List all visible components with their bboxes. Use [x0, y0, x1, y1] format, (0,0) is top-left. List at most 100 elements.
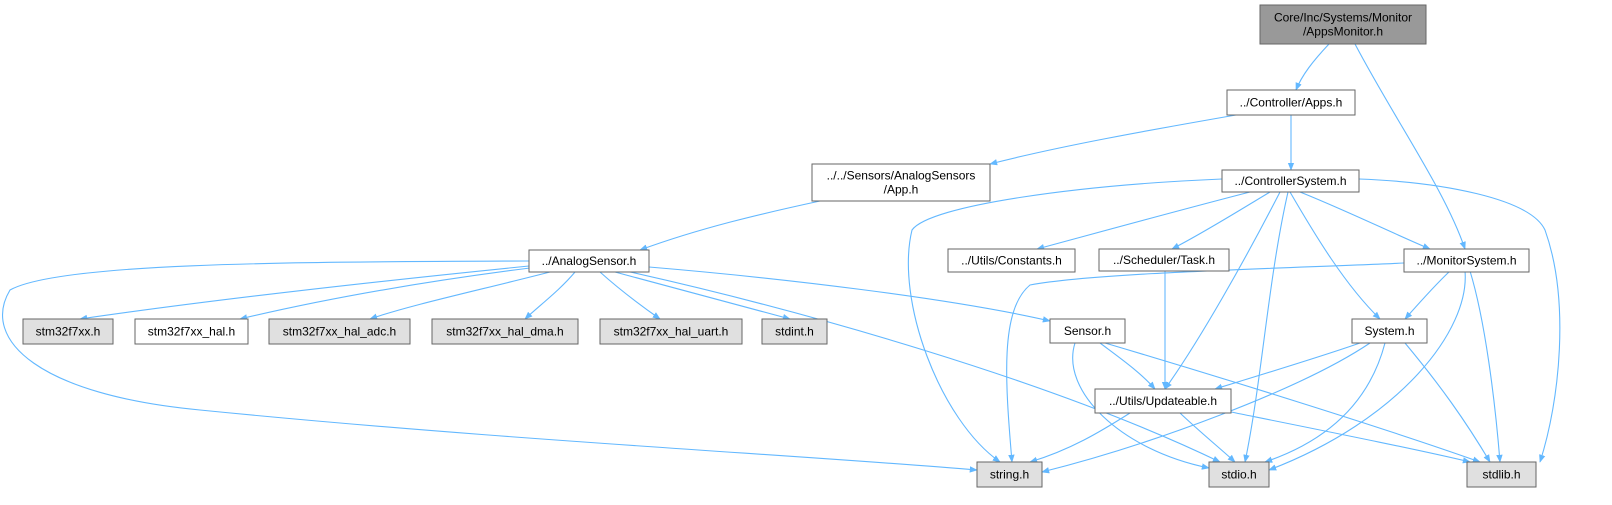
edge-ctrlsys-to-updateable — [1164, 191, 1281, 390]
node-box-system — [1351, 318, 1428, 344]
edge-monsys-to-stdlib — [1469, 270, 1503, 463]
node-label-app-line-0: ../../Sensors/AnalogSensors — [827, 169, 976, 183]
node-label-constants: ../Utils/Constants.h — [961, 254, 1062, 268]
node-stdio[interactable]: stdio.h — [1208, 461, 1270, 488]
edge-ctrlsys-to-stdio — [1243, 191, 1289, 463]
edge-analog-to-stm32f7xx — [79, 265, 530, 322]
node-uart[interactable]: stm32f7xx_hal_uart.h — [599, 318, 743, 345]
node-constants[interactable]: ../Utils/Constants.h — [947, 248, 1076, 273]
node-label-app-line-1: /App.h — [884, 183, 919, 197]
node-label-uart: stm32f7xx_hal_uart.h — [614, 325, 729, 339]
edge-root-to-apps — [1295, 43, 1330, 91]
node-label-sensor: Sensor.h — [1064, 324, 1111, 338]
edge-system-to-stdlib — [1404, 342, 1491, 463]
node-adc[interactable]: stm32f7xx_hal_adc.h — [268, 318, 411, 345]
node-label-updateable: ../Utils/Updateable.h — [1109, 394, 1217, 408]
node-box-task — [1098, 248, 1230, 272]
node-box-stdlib — [1466, 461, 1537, 488]
node-label-dma: stm32f7xx_hal_dma.h — [446, 325, 563, 339]
edges-layer — [1, 43, 1561, 474]
edge-analog-to-uart — [599, 271, 661, 320]
node-system[interactable]: System.h — [1351, 318, 1428, 344]
node-label-task: ../Scheduler/Task.h — [1113, 253, 1215, 267]
edge-ctrlsys-to-task — [1171, 191, 1271, 250]
edge-analog-to-string — [1, 260, 978, 473]
node-box-adc — [268, 318, 411, 345]
node-monsys[interactable]: ../MonitorSystem.h — [1403, 248, 1530, 273]
node-box-root — [1259, 4, 1427, 45]
node-box-stdint — [761, 318, 828, 345]
edge-system-to-updateable — [1214, 342, 1361, 390]
node-box-constants — [947, 248, 1076, 273]
node-stdint[interactable]: stdint.h — [761, 318, 828, 345]
node-label-stdio: stdio.h — [1221, 468, 1256, 482]
node-label-string: string.h — [990, 468, 1029, 482]
edge-analog-to-hal — [239, 267, 531, 321]
node-label-adc: stm32f7xx_hal_adc.h — [283, 325, 396, 339]
node-sensor[interactable]: Sensor.h — [1049, 318, 1126, 344]
edge-updateable-to-string — [1029, 412, 1131, 463]
edge-analog-to-sensor — [648, 266, 1051, 323]
edge-apps-to-app — [989, 114, 1237, 166]
edge-monsys-to-string — [1006, 262, 1405, 463]
node-box-dma — [431, 318, 579, 345]
edge-updateable-to-stdio — [1179, 412, 1236, 463]
node-box-uart — [599, 318, 743, 345]
edge-monsys-to-system — [1404, 270, 1451, 320]
edge-system-to-string — [1041, 342, 1371, 474]
edge-sensor-to-stdio — [1072, 342, 1210, 470]
node-box-stdio — [1208, 461, 1270, 488]
edge-system-to-stdio — [1264, 342, 1386, 463]
node-dma[interactable]: stm32f7xx_hal_dma.h — [431, 318, 579, 345]
edge-analog-to-stdint — [614, 271, 791, 321]
node-analog[interactable]: ../AnalogSensor.h — [528, 249, 650, 273]
node-updateable[interactable]: ../Utils/Updateable.h — [1094, 388, 1232, 414]
edge-ctrlsys-to-system — [1289, 191, 1381, 320]
node-label-stdlib: stdlib.h — [1482, 468, 1520, 482]
edge-monsys-to-stdio — [1268, 270, 1466, 471]
edge-ctrlsys-to-constants — [1036, 191, 1251, 251]
node-box-stm32f7xx — [22, 318, 114, 345]
node-box-sensor — [1049, 318, 1126, 344]
node-label-analog: ../AnalogSensor.h — [542, 254, 637, 268]
node-label-monsys: ../MonitorSystem.h — [1416, 254, 1516, 268]
node-box-string — [976, 461, 1043, 488]
node-stdlib[interactable]: stdlib.h — [1466, 461, 1537, 488]
edge-updateable-to-stdlib — [1230, 411, 1471, 464]
edge-analog-to-adc — [369, 271, 551, 320]
node-label-ctrlsys: ../ControllerSystem.h — [1234, 174, 1346, 188]
node-string[interactable]: string.h — [976, 461, 1043, 488]
node-label-root-line-0: Core/Inc/Systems/Monitor — [1274, 11, 1412, 25]
node-apps[interactable]: ../Controller/Apps.h — [1226, 89, 1356, 116]
node-task[interactable]: ../Scheduler/Task.h — [1098, 248, 1230, 272]
node-label-stm32f7xx: stm32f7xx.h — [36, 325, 101, 339]
node-box-updateable — [1094, 388, 1232, 414]
node-label-hal: stm32f7xx_hal.h — [148, 325, 235, 339]
edge-sensor-to-stdlib — [1104, 342, 1481, 463]
edge-analog-to-dma — [524, 271, 576, 320]
edge-analog-to-stdio — [629, 271, 1221, 463]
edge-root-to-monsys — [1354, 43, 1466, 250]
edge-sensor-to-updateable — [1099, 342, 1156, 390]
node-ctrlsys[interactable]: ../ControllerSystem.h — [1221, 169, 1360, 193]
node-label-stdint: stdint.h — [775, 325, 814, 339]
node-box-monsys — [1403, 248, 1530, 273]
nodes-layer: Core/Inc/Systems/Monitor/AppsMonitor.h..… — [22, 4, 1537, 488]
edge-ctrlsys-to-stdlib — [1358, 178, 1561, 463]
node-app[interactable]: ../../Sensors/AnalogSensors/App.h — [811, 163, 991, 202]
edge-ctrlsys-to-string — [907, 178, 1223, 463]
node-root[interactable]: Core/Inc/Systems/Monitor/AppsMonitor.h — [1259, 4, 1427, 45]
node-box-hal — [134, 318, 249, 345]
node-box-apps — [1226, 89, 1356, 116]
edge-app-to-analog — [639, 200, 821, 251]
edge-ctrlsys-to-monsys — [1299, 191, 1431, 250]
node-box-analog — [528, 249, 650, 273]
node-stm32f7xx[interactable]: stm32f7xx.h — [22, 318, 114, 345]
node-box-ctrlsys — [1221, 169, 1360, 193]
node-hal[interactable]: stm32f7xx_hal.h — [134, 318, 249, 345]
node-label-root-line-1: /AppsMonitor.h — [1303, 25, 1383, 39]
node-label-system: System.h — [1364, 324, 1414, 338]
node-box-app — [811, 163, 991, 202]
node-label-apps: ../Controller/Apps.h — [1240, 96, 1343, 110]
